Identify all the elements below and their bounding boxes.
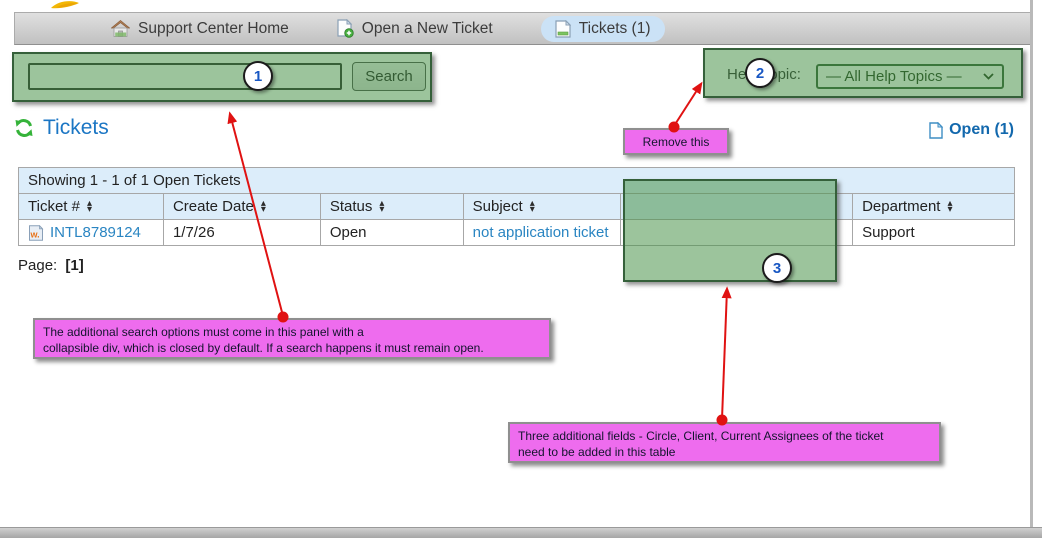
- column-header-ticket-number[interactable]: Ticket #▴▾: [18, 193, 164, 220]
- sort-icon[interactable]: ▴▾: [379, 197, 385, 216]
- column-header-subject[interactable]: Subject▴▾: [462, 193, 621, 220]
- table-summary-row: Showing 1 - 1 of 1 Open Tickets: [18, 167, 1015, 194]
- column-header-hidden: [619, 193, 854, 220]
- column-header-create-date[interactable]: Create Date▴▾: [162, 193, 321, 220]
- logo-fragment: [51, 1, 79, 9]
- nav-open-new-ticket[interactable]: Open a New Ticket: [337, 19, 493, 38]
- annotation-badge-1: 1: [243, 61, 273, 91]
- sort-icon[interactable]: ▴▾: [260, 197, 266, 216]
- note-line: collapsible div, which is closed by defa…: [43, 341, 484, 355]
- search-button[interactable]: Search: [352, 62, 426, 91]
- annotation-note-search-panel: The additional search options must come …: [33, 318, 551, 359]
- annotation-note-additional-fields: Three additional fields - Circle, Client…: [508, 422, 941, 463]
- note-line: Three additional fields - Circle, Client…: [518, 429, 884, 443]
- window-bottom-bar[interactable]: [0, 527, 1042, 538]
- annotation-note-remove-this: Remove this: [623, 128, 729, 155]
- nav-support-center-home[interactable]: Support Center Home: [111, 20, 289, 38]
- nav-label-new-ticket: Open a New Ticket: [361, 19, 493, 37]
- subject-link[interactable]: not application ticket: [472, 224, 609, 241]
- sort-icon[interactable]: ▴▾: [947, 197, 953, 216]
- tickets-heading: Tickets: [14, 116, 109, 140]
- svg-text:w.: w.: [30, 229, 40, 239]
- column-header-department[interactable]: Department▴▾: [852, 193, 1015, 220]
- open-tickets-link[interactable]: Open (1): [929, 121, 1014, 139]
- page-title: Tickets: [43, 116, 109, 139]
- open-ticket-doc-icon: [929, 121, 944, 139]
- annotation-badge-2: 2: [745, 58, 775, 88]
- pagination-label: Page:: [18, 257, 58, 274]
- top-navigation: Support Center Home Open a New Ticket Ti…: [14, 12, 1031, 45]
- sort-icon[interactable]: ▴▾: [86, 197, 92, 216]
- tickets-icon: [555, 19, 571, 38]
- table-header-row: Ticket #▴▾ Create Date▴▾ Status▴▾ Subjec…: [18, 193, 1015, 220]
- help-topic-selected-value: — All Help Topics —: [826, 68, 962, 85]
- pagination: Page: [1]: [18, 257, 84, 274]
- column-header-status[interactable]: Status▴▾: [319, 193, 464, 220]
- nav-label-tickets: Tickets (1): [578, 19, 651, 37]
- cell-ticket-number: w. INTL8789124: [18, 219, 164, 246]
- refresh-icon[interactable]: [14, 118, 34, 138]
- arrow-to-help-topic: [673, 81, 703, 127]
- cell-status: Open: [319, 219, 464, 246]
- table-summary: Showing 1 - 1 of 1 Open Tickets: [18, 167, 1015, 194]
- note-line: The additional search options must come …: [43, 325, 364, 339]
- cell-hidden: [619, 219, 854, 246]
- cell-subject: not application ticket: [462, 219, 621, 246]
- arrow-to-table-column: [721, 286, 732, 420]
- open-tickets-label: Open (1): [949, 121, 1014, 138]
- annotation-badge-3: 3: [762, 253, 792, 283]
- page-right-border: [1030, 0, 1033, 527]
- tickets-table: Showing 1 - 1 of 1 Open Tickets Ticket #…: [18, 167, 1015, 246]
- chevron-down-icon: [983, 73, 994, 80]
- table-row: w. INTL8789124 1/7/26 Open not applicati…: [18, 219, 1015, 246]
- ticket-number-link[interactable]: INTL8789124: [50, 224, 141, 241]
- nav-label-home: Support Center Home: [138, 19, 289, 37]
- nav-tickets-active-tab[interactable]: Tickets (1): [540, 15, 665, 42]
- cell-create-date: 1/7/26: [162, 219, 321, 246]
- sort-icon[interactable]: ▴▾: [529, 197, 535, 216]
- help-topic-select[interactable]: — All Help Topics —: [816, 64, 1004, 89]
- home-icon: [111, 20, 130, 37]
- note-line: need to be added in this table: [518, 445, 676, 459]
- ticket-search-input[interactable]: [28, 63, 342, 90]
- cell-department: Support: [852, 219, 1015, 246]
- pagination-current-page[interactable]: [1]: [65, 257, 84, 274]
- new-ticket-icon: [337, 19, 354, 38]
- ticket-attachment-icon: w.: [29, 224, 44, 241]
